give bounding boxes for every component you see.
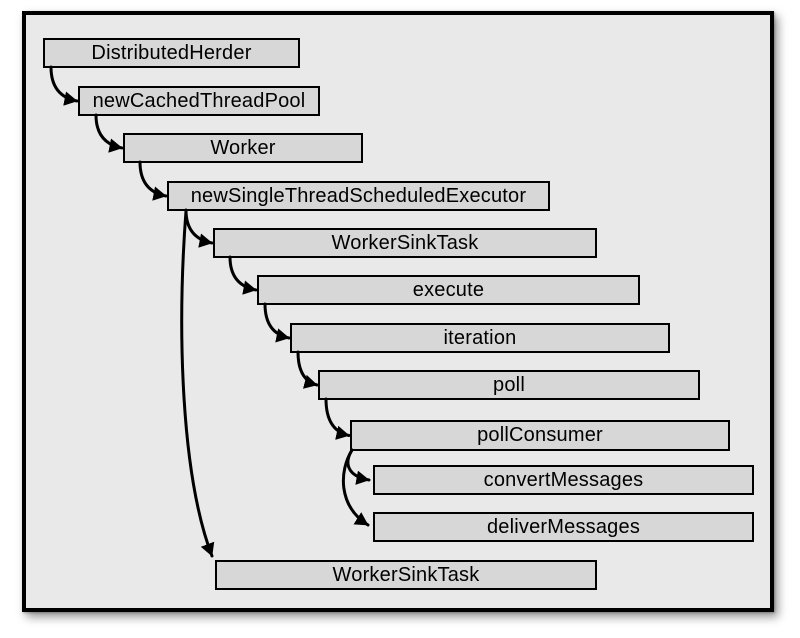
diagram-node-iteration: iteration [290,323,670,353]
diagram-node-distributed-herder: DistributedHerder [43,38,300,68]
diagram-node-poll-consumer: pollConsumer [350,420,730,451]
diagram-node-execute: execute [257,275,640,305]
diagram-node-worker-sink-task: WorkerSinkTask [213,228,597,258]
diagram-node-new-single-thread-scheduled-executor: newSingleThreadScheduledExecutor [167,181,550,211]
diagram-node-worker: Worker [123,133,363,163]
diagram-node-poll: poll [318,370,700,400]
diagram-node-new-cached-thread-pool: newCachedThreadPool [78,86,320,116]
diagram-node-worker-sink-task-2: WorkerSinkTask [215,560,597,590]
diagram-node-deliver-messages: deliverMessages [373,512,754,542]
diagram-node-convert-messages: convertMessages [373,465,754,495]
